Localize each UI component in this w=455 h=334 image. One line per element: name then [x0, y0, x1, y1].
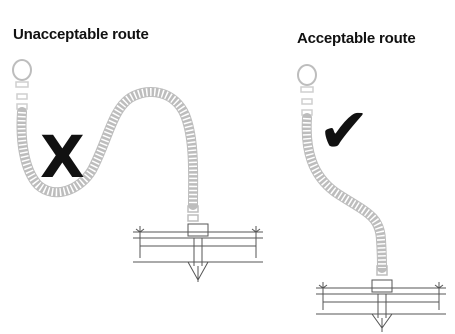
- hose-fitting: [187, 214, 199, 222]
- hose-fitting: [376, 265, 388, 276]
- hose-connector-icon: [12, 59, 32, 81]
- hose-fitting: [301, 98, 313, 105]
- hose-fitting: [15, 81, 29, 88]
- unacceptable-hose: [12, 59, 199, 222]
- faucet-icon: [133, 223, 263, 282]
- hose-fitting: [16, 93, 28, 100]
- hose-fitting: [300, 86, 314, 93]
- acceptable-hose: [297, 64, 388, 276]
- hose-ribs: [302, 117, 386, 269]
- hose-fitting: [187, 205, 199, 213]
- x-mark-icon: X: [40, 123, 85, 191]
- unacceptable-route-label: Unacceptable route: [13, 26, 149, 43]
- acceptable-route-label: Acceptable route: [297, 30, 416, 47]
- hose-ribs: [17, 87, 198, 206]
- faucet-icon: [316, 279, 446, 332]
- hose-connector-icon: [297, 64, 317, 86]
- check-mark-icon: ✔: [318, 94, 370, 167]
